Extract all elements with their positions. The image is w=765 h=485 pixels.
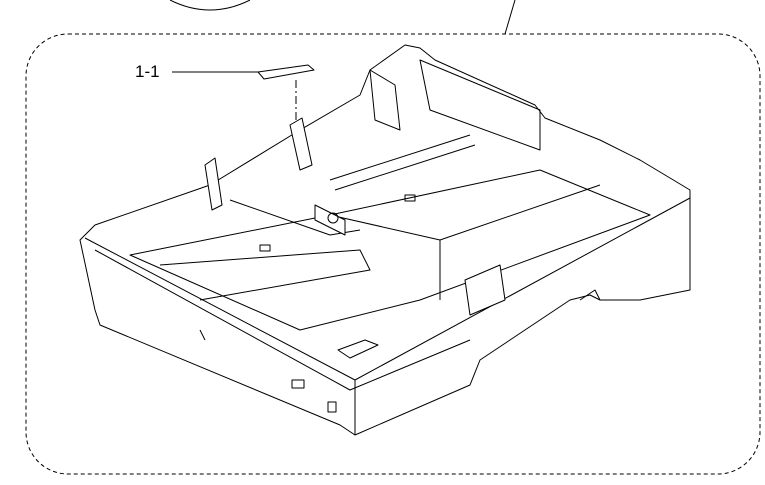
callout-label-1-1: 1-1 <box>135 62 160 81</box>
detail-circle-arc <box>169 0 251 11</box>
dashed-frame <box>25 33 761 475</box>
part-1-1-label-sheet <box>257 64 315 80</box>
leader-line-top <box>504 0 516 35</box>
tray-body <box>79 44 691 436</box>
